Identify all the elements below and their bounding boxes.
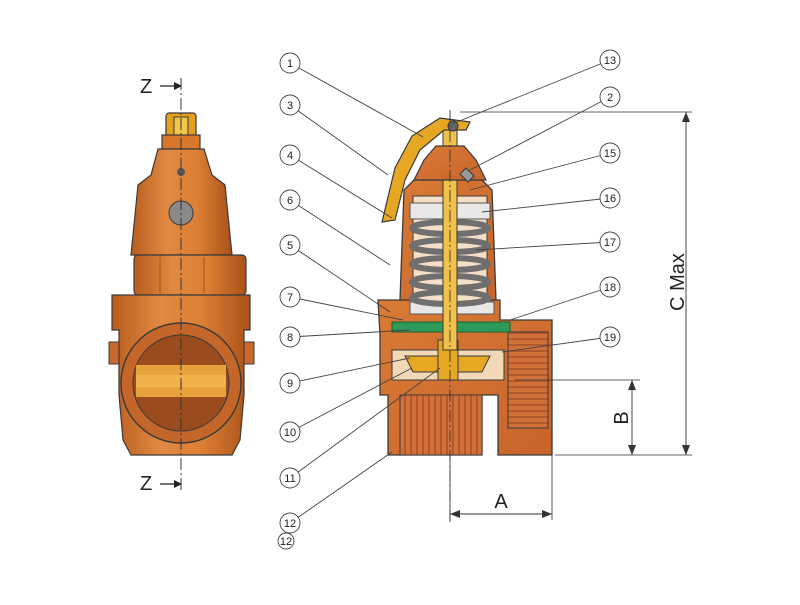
callout-5-label: 5 <box>287 240 293 252</box>
dimension-b-label: B <box>611 411 633 424</box>
callout-3-leader <box>289 104 389 176</box>
callout-13-leader <box>451 59 611 125</box>
callout-16: 16 <box>481 187 621 213</box>
callout-18-leader <box>509 286 611 321</box>
callout-8-label: 8 <box>287 332 293 344</box>
callout-5: 5 <box>279 234 391 313</box>
callout-7-label: 7 <box>287 292 293 304</box>
callout-15-label: 15 <box>604 148 616 160</box>
callout-9: 9 <box>279 357 411 394</box>
dimension-a-label: A <box>494 491 508 513</box>
callout-12b-label: 12 <box>280 536 292 548</box>
callout-6: 6 <box>279 189 391 266</box>
lock-screw <box>459 167 475 183</box>
hex-nut <box>133 254 247 296</box>
callout-7: 7 <box>279 286 404 321</box>
callout-2: 2 <box>469 86 621 171</box>
callout-1-label: 1 <box>287 58 293 70</box>
callout-1-leader <box>289 62 424 138</box>
callout-12b-circle <box>277 532 295 550</box>
callout-8: 8 <box>279 326 411 348</box>
callout-10: 10 <box>279 367 413 443</box>
callout-6-circle <box>279 189 301 211</box>
callout-3-label: 3 <box>287 100 293 112</box>
callout-17: 17 <box>475 231 621 253</box>
callout-13-circle <box>599 49 621 71</box>
inlet-thread <box>399 394 483 456</box>
section-marker-bottom: Z <box>140 473 152 495</box>
callout-6-leader <box>289 199 391 266</box>
callout-15-leader <box>469 152 611 191</box>
callout-15-circle <box>599 142 621 164</box>
callout-4-circle <box>279 144 301 166</box>
callout-7-leader <box>289 296 404 321</box>
section-view <box>377 110 553 522</box>
callout-2-circle <box>599 86 621 108</box>
callout-5-circle <box>279 234 301 256</box>
callout-19-circle <box>599 326 621 348</box>
callout-12-label: 12 <box>284 518 296 530</box>
callout-8-circle <box>279 326 301 348</box>
callout-6-label: 6 <box>287 195 293 207</box>
callout-16-circle <box>599 187 621 209</box>
callout-19-label: 19 <box>604 332 616 344</box>
callout-11-circle <box>279 467 301 489</box>
callout-12-circle <box>279 512 301 534</box>
callout-15: 15 <box>469 142 621 191</box>
callout-16-leader <box>481 197 611 213</box>
external-view: Z Z <box>108 76 255 495</box>
callout-5-leader <box>289 244 391 313</box>
callout-17-leader <box>475 241 611 251</box>
callout-10-leader <box>289 367 413 433</box>
callout-4-label: 4 <box>287 150 293 162</box>
callout-1: 1 <box>279 52 424 138</box>
callout-19: 19 <box>501 326 621 353</box>
callout-12-leader <box>289 451 393 524</box>
callout-18-label: 18 <box>604 282 616 294</box>
callout-4-leader <box>289 154 393 219</box>
callout-12: 12 <box>279 451 393 534</box>
test-lever <box>381 117 471 223</box>
callout-13: 13 <box>451 49 621 125</box>
callout-7-circle <box>279 286 301 308</box>
callout-18-circle <box>599 276 621 298</box>
callout-8-leader <box>289 329 411 338</box>
callout-11-label: 11 <box>284 473 295 485</box>
callout-16-label: 16 <box>604 193 616 205</box>
callout-9-label: 9 <box>287 378 293 390</box>
callout-3: 3 <box>279 94 389 176</box>
callout-13-label: 13 <box>604 55 616 67</box>
callout-2-label: 2 <box>607 92 613 104</box>
dimensions: C Max B A <box>449 111 692 520</box>
callout-11: 11 <box>279 367 441 489</box>
callout-11-leader <box>289 367 441 479</box>
callout-9-circle <box>279 372 301 394</box>
callout-10-circle <box>279 421 301 443</box>
callout-17-label: 17 <box>604 237 616 249</box>
section-marker-top: Z <box>140 76 152 98</box>
callout-1-circle <box>279 52 301 74</box>
callout-9-leader <box>289 357 411 384</box>
callout-10-label: 10 <box>284 427 296 439</box>
callout-3-circle <box>279 94 301 116</box>
callout-4: 4 <box>279 144 393 219</box>
callout-18: 18 <box>509 276 621 321</box>
callout-2-leader <box>469 96 611 171</box>
callout-19-leader <box>501 336 611 353</box>
callout-17-circle <box>599 231 621 253</box>
callout-12b: 12 <box>277 532 295 550</box>
vent-hole <box>177 168 185 176</box>
dimension-c-label: C Max <box>667 253 689 311</box>
